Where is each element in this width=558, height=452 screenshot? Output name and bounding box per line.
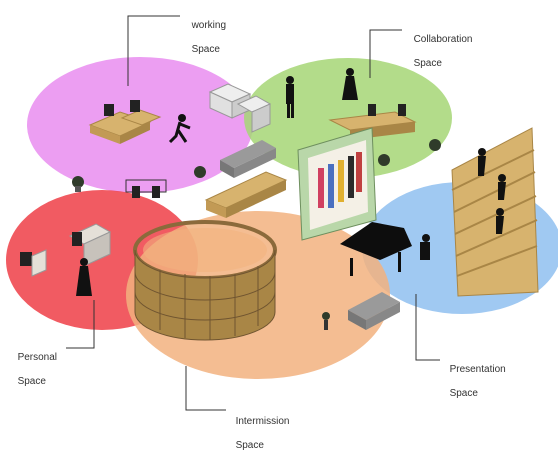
intermission-space-line1: Intermission: [235, 416, 290, 427]
display-screen: [297, 127, 377, 241]
intermission-space-line2: Space: [235, 440, 264, 451]
leader-lines: [66, 15, 440, 411]
personal-space-label: Personal Space: [12, 340, 57, 388]
sofa-1: [220, 140, 276, 178]
presentation-space-line2: Space: [449, 388, 478, 399]
stepped-seating: [451, 127, 539, 297]
personal-chairs-top: [125, 179, 167, 198]
plant-1: [72, 176, 84, 192]
presentation-leader: [415, 294, 440, 361]
working-boxes: [208, 83, 272, 133]
personal-space-line1: Personal: [17, 352, 58, 363]
working-space-line2: Space: [191, 44, 220, 55]
intermission-space-label: Intermission Space: [230, 404, 290, 452]
working-space-line1: working: [191, 20, 227, 31]
circular-shelf: [133, 220, 277, 341]
working-space-label: working Space: [186, 8, 226, 56]
presentation-space-line1: Presentation: [449, 364, 506, 375]
working-leader: [127, 15, 180, 86]
presentation-space-label: Presentation Space: [444, 352, 506, 400]
bench-1: [204, 171, 288, 218]
piano: [340, 222, 430, 276]
personal-figure: [76, 258, 92, 296]
office-zones-diagram: [6, 15, 558, 411]
collaboration-space-line2: Space: [413, 58, 442, 69]
sofa-2: [348, 292, 400, 330]
plant-2: [194, 139, 441, 178]
personal-space-line2: Space: [17, 376, 46, 387]
working-desks: [88, 100, 162, 144]
plant-3: [322, 312, 330, 330]
collaboration-space-label: Collaboration Space: [408, 22, 473, 70]
collaboration-space-line1: Collaboration: [413, 34, 473, 45]
personal-leader: [66, 300, 95, 349]
working-figure: [168, 114, 191, 144]
collaboration-figures: [286, 68, 358, 118]
personal-furniture: [20, 223, 112, 277]
intermission-leader: [185, 366, 226, 411]
collaboration-leader: [369, 29, 402, 78]
